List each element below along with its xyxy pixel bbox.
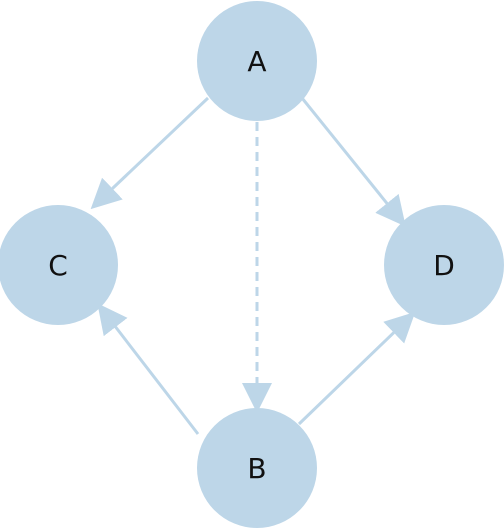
edge-a-to-d	[300, 97, 406, 227]
node-c: C	[0, 205, 118, 325]
edge-a-to-c	[90, 96, 210, 210]
edge-b-to-d	[297, 311, 416, 426]
node-b: B	[197, 408, 317, 528]
node-a-label: A	[247, 45, 266, 78]
node-b-label: B	[247, 452, 266, 485]
node-d: D	[384, 205, 504, 325]
node-c-circle	[0, 205, 118, 325]
node-c-label: C	[48, 249, 68, 282]
node-a-circle	[197, 1, 317, 121]
node-a: A	[197, 1, 317, 121]
node-d-label: D	[433, 249, 455, 282]
node-b-circle	[197, 408, 317, 528]
edge-b-to-c	[97, 303, 200, 435]
node-d-circle	[384, 205, 504, 325]
